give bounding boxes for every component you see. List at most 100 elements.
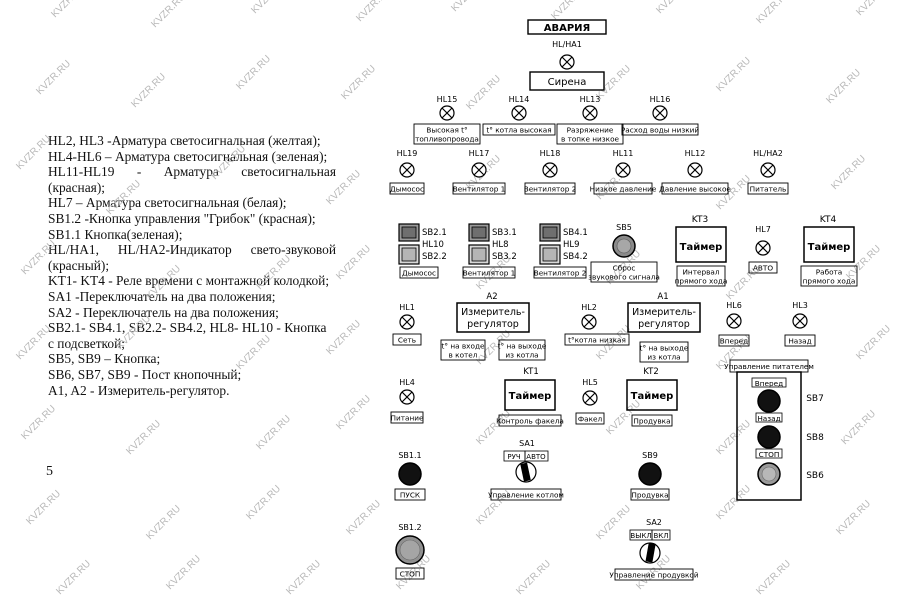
flame-caption: Факел	[578, 415, 603, 424]
lamp-cross	[757, 242, 769, 254]
watermark-text: KVZR.RU	[324, 318, 363, 357]
tag-label: SA2	[646, 518, 662, 527]
watermark-text: KVZR.RU	[714, 55, 753, 94]
alarm-lamp-icon	[652, 105, 668, 121]
legend-line: SB2.1- SB4.1, SB2.2- SB4.2, HL8- HL10 - …	[48, 320, 327, 336]
signal-caption-frame	[389, 182, 425, 195]
watermark-text: KVZR.RU	[244, 483, 283, 522]
timer-box	[675, 226, 727, 263]
legend-line: (красный);	[48, 257, 110, 273]
forward-button[interactable]	[757, 389, 781, 413]
regulator-caption: t° на выходе	[640, 344, 689, 353]
alarm-lamp-icon	[559, 54, 575, 70]
signal-caption-frame	[524, 182, 576, 195]
watermark-text: KVZR.RU	[834, 498, 873, 537]
tag-label: KT3	[692, 215, 708, 225]
back-caption: Назад	[788, 337, 811, 346]
switch-position: РУЧ	[507, 453, 520, 461]
lamp-cross	[654, 107, 666, 119]
legend-line: KT1- KT4 - Реле времени с монтажной коло…	[48, 273, 330, 289]
timer-box	[626, 379, 678, 411]
button-caption-frame	[533, 266, 587, 279]
switch-caption: Управление котлом	[488, 491, 564, 500]
lamp-cross	[584, 392, 596, 404]
siren-box	[529, 71, 605, 91]
feeder-caption: Вперед	[755, 379, 783, 388]
timer-caption: Контроль факела	[496, 417, 564, 426]
forward-caption-frame	[718, 334, 750, 347]
tag-label: HL6	[726, 301, 742, 310]
watermark-text: KVZR.RU	[714, 418, 753, 457]
tag-label: SB7	[806, 394, 824, 404]
timer-box	[504, 379, 556, 411]
tag-label: HL12	[685, 149, 706, 158]
start-button[interactable]	[398, 462, 422, 486]
timer-title: Таймер	[808, 242, 851, 253]
page-number: 5	[46, 464, 53, 479]
legend-line: HL4-HL6 – Арматура светосигнальная (зеле…	[48, 148, 328, 164]
timer-title: Таймер	[631, 391, 674, 402]
lamp-cross	[473, 164, 485, 176]
tag-label: SB5	[616, 223, 632, 232]
alarm-caption: t° котла высокая	[486, 126, 551, 135]
regulator-box	[456, 302, 530, 333]
alarm-caption-frame	[413, 123, 481, 145]
watermark-text: KVZR.RU	[164, 553, 203, 592]
button-tag: SB3.1	[492, 228, 517, 238]
signal-lamp-icon	[471, 162, 487, 178]
button-caption: Вентилятор 1	[463, 269, 516, 278]
timer-caption: Работа	[816, 268, 843, 277]
alarm-lamp-icon	[439, 105, 455, 121]
watermark-text: KVZR.RU	[209, 143, 248, 182]
lamp-cross	[401, 164, 413, 176]
lamp-cross	[584, 107, 596, 119]
regulator-title: регулятор	[638, 319, 690, 330]
button-caption-frame	[462, 266, 516, 279]
lamp-cross	[401, 316, 413, 328]
start-caption: ПУСК	[400, 491, 421, 500]
stop-caption-frame	[395, 567, 425, 580]
timer-caption-frame	[631, 414, 673, 427]
lamp-cross	[441, 107, 453, 119]
watermark-text: KVZR.RU	[854, 0, 893, 18]
purge-caption-frame	[630, 488, 670, 501]
regulator-caption: t° на выходе	[498, 342, 547, 351]
legend-line: HL2, HL3 -Арматура светосигнальная (желт…	[48, 133, 321, 148]
power-caption: Сеть	[398, 336, 416, 345]
power-caption-frame	[392, 333, 422, 346]
switch-caption-frame	[614, 568, 694, 581]
timer-caption-frame	[676, 265, 726, 287]
legend-line: SB1.2 -Кнопка управления "Грибок" (красн…	[48, 210, 316, 226]
legend-line: SB6, SB7, SB9 - Пост кнопочный;	[48, 366, 242, 382]
lamp-cross	[762, 164, 774, 176]
supply-caption: Питание	[391, 414, 424, 423]
supply-caption-frame	[390, 411, 424, 424]
signal-lamp-icon	[687, 162, 703, 178]
purge-button[interactable]	[638, 462, 662, 486]
flame-lamp-icon	[582, 390, 598, 406]
watermark-text: KVZR.RU	[129, 71, 168, 110]
tag-label: KT1	[523, 367, 539, 377]
legend-line: HL11-HL19 - Арматура светосигнальная	[48, 164, 336, 180]
feeder-title: Управление питателем	[724, 362, 814, 371]
watermark-text: KVZR.RU	[324, 168, 363, 207]
watermark-text: KVZR.RU	[354, 0, 393, 24]
feeder-station-box	[736, 371, 802, 501]
tag-label: HL18	[540, 149, 561, 158]
button-tag: HL8	[492, 240, 509, 250]
alarm-caption: Расход воды низкий	[621, 126, 699, 135]
watermark-text: KVZR.RU	[254, 413, 293, 452]
reset-caption-frame	[590, 261, 658, 283]
button-bottom-inner	[471, 247, 487, 262]
back-caption-frame	[784, 334, 816, 347]
watermark-text: KVZR.RU	[514, 558, 553, 597]
tag-label: SA1	[519, 439, 535, 448]
back-button[interactable]	[757, 425, 781, 449]
back-lamp-icon	[792, 313, 808, 329]
tag-label: SB1.2	[398, 523, 421, 532]
tag-label: HL1	[399, 303, 415, 312]
watermark-text: KVZR.RU	[34, 58, 73, 97]
signal-lamp-icon	[542, 162, 558, 178]
alarm-title-box	[527, 19, 607, 35]
